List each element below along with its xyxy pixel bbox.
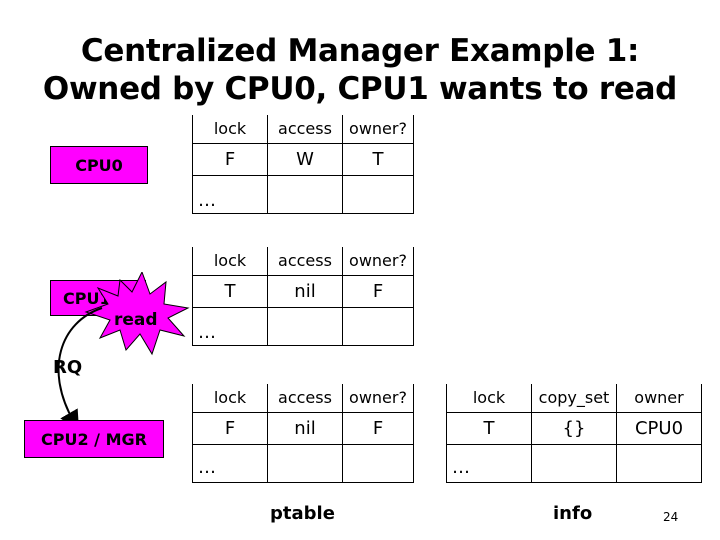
cpu1-ellipsis: … (198, 322, 216, 343)
info-caption: info (553, 503, 593, 524)
cpu1-cell-access: nil (267, 274, 343, 308)
info-empty (616, 443, 702, 483)
mgr-ptable-hdr-lock: lock (192, 384, 268, 413)
ptable-caption: ptable (270, 503, 335, 524)
mgr-ptable: lock access owner? F nil F (192, 384, 414, 483)
cpu1-empty (267, 306, 343, 346)
info-empty (446, 443, 532, 483)
cpu0-ptable: lock access owner? F W T (192, 115, 414, 214)
cpu0-cell-lock: F (192, 142, 268, 176)
mgr-info-table: lock copy_set owner T {} CPU0 (446, 384, 702, 483)
info-cell-lock: T (446, 411, 532, 445)
cpu0-cell-owner: T (342, 142, 414, 176)
mgr-ptable-hdr-owner: owner? (342, 384, 414, 413)
cpu0-cell-access: W (267, 142, 343, 176)
read-burst-shape (84, 272, 190, 356)
page-number: 24 (663, 510, 679, 524)
mgr-box: CPU2 / MGR (24, 420, 164, 458)
mgr-ptable-cell-access: nil (267, 411, 343, 445)
info-empty (531, 443, 617, 483)
mgr-ptable-ellipsis: … (198, 457, 216, 478)
mgr-ptable-empty (192, 443, 268, 483)
mgr-label: CPU2 / MGR (41, 429, 147, 449)
cpu1-hdr-lock: lock (192, 247, 268, 276)
request-arrow (57, 307, 103, 430)
cpu0-hdr-access: access (267, 115, 343, 144)
cpu0-empty (192, 174, 268, 214)
mgr-ptable-empty (342, 443, 414, 483)
cpu0-hdr-lock: lock (192, 115, 268, 144)
cpu1-cell-lock: T (192, 274, 268, 308)
mgr-ptable-empty (267, 443, 343, 483)
info-ellipsis: … (452, 457, 470, 478)
cpu0-ellipsis: … (198, 190, 216, 211)
cpu0-empty (342, 174, 414, 214)
cpu1-empty (342, 306, 414, 346)
slide-title-line1: Centralized Manager Example 1: (80, 33, 640, 69)
mgr-ptable-hdr-access: access (267, 384, 343, 413)
mgr-ptable-cell-owner: F (342, 411, 414, 445)
cpu0-label: CPU0 (75, 155, 123, 175)
slide-title-line2: Owned by CPU0, CPU1 wants to read (42, 71, 678, 107)
info-cell-copyset: {} (531, 411, 617, 445)
info-hdr-copyset: copy_set (531, 384, 617, 413)
rq-label: RQ (53, 357, 83, 378)
cpu1-cell-owner: F (342, 274, 414, 308)
read-burst-label: read (114, 310, 158, 330)
cpu1-hdr-access: access (267, 247, 343, 276)
info-hdr-lock: lock (446, 384, 532, 413)
mgr-ptable-cell-lock: F (192, 411, 268, 445)
info-cell-owner: CPU0 (616, 411, 702, 445)
cpu1-label: CPU1 (63, 288, 111, 308)
cpu0-empty (267, 174, 343, 214)
cpu1-ptable: lock access owner? T nil F (192, 247, 414, 346)
info-hdr-owner: owner (616, 384, 702, 413)
cpu1-hdr-owner: owner? (342, 247, 414, 276)
cpu0-box: CPU0 (50, 146, 148, 184)
cpu0-hdr-owner: owner? (342, 115, 414, 144)
